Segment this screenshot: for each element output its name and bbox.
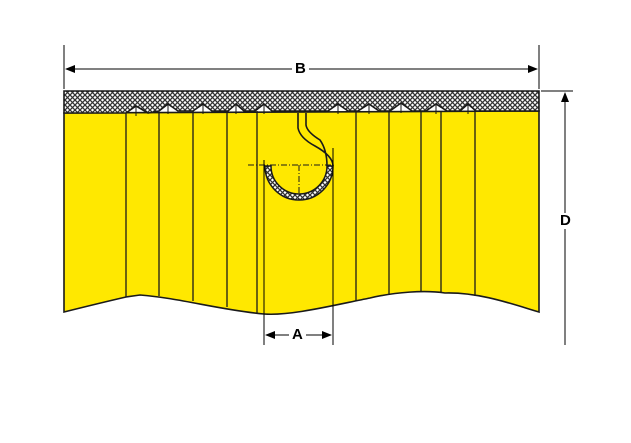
dimension-b-label: B [292,61,309,77]
body [63,110,540,316]
cover-layer [63,90,540,114]
fold-lines [125,111,476,314]
hook-shank [297,113,334,167]
dimension-a-label: A [289,327,306,343]
dimension-d-label: D [557,213,574,229]
